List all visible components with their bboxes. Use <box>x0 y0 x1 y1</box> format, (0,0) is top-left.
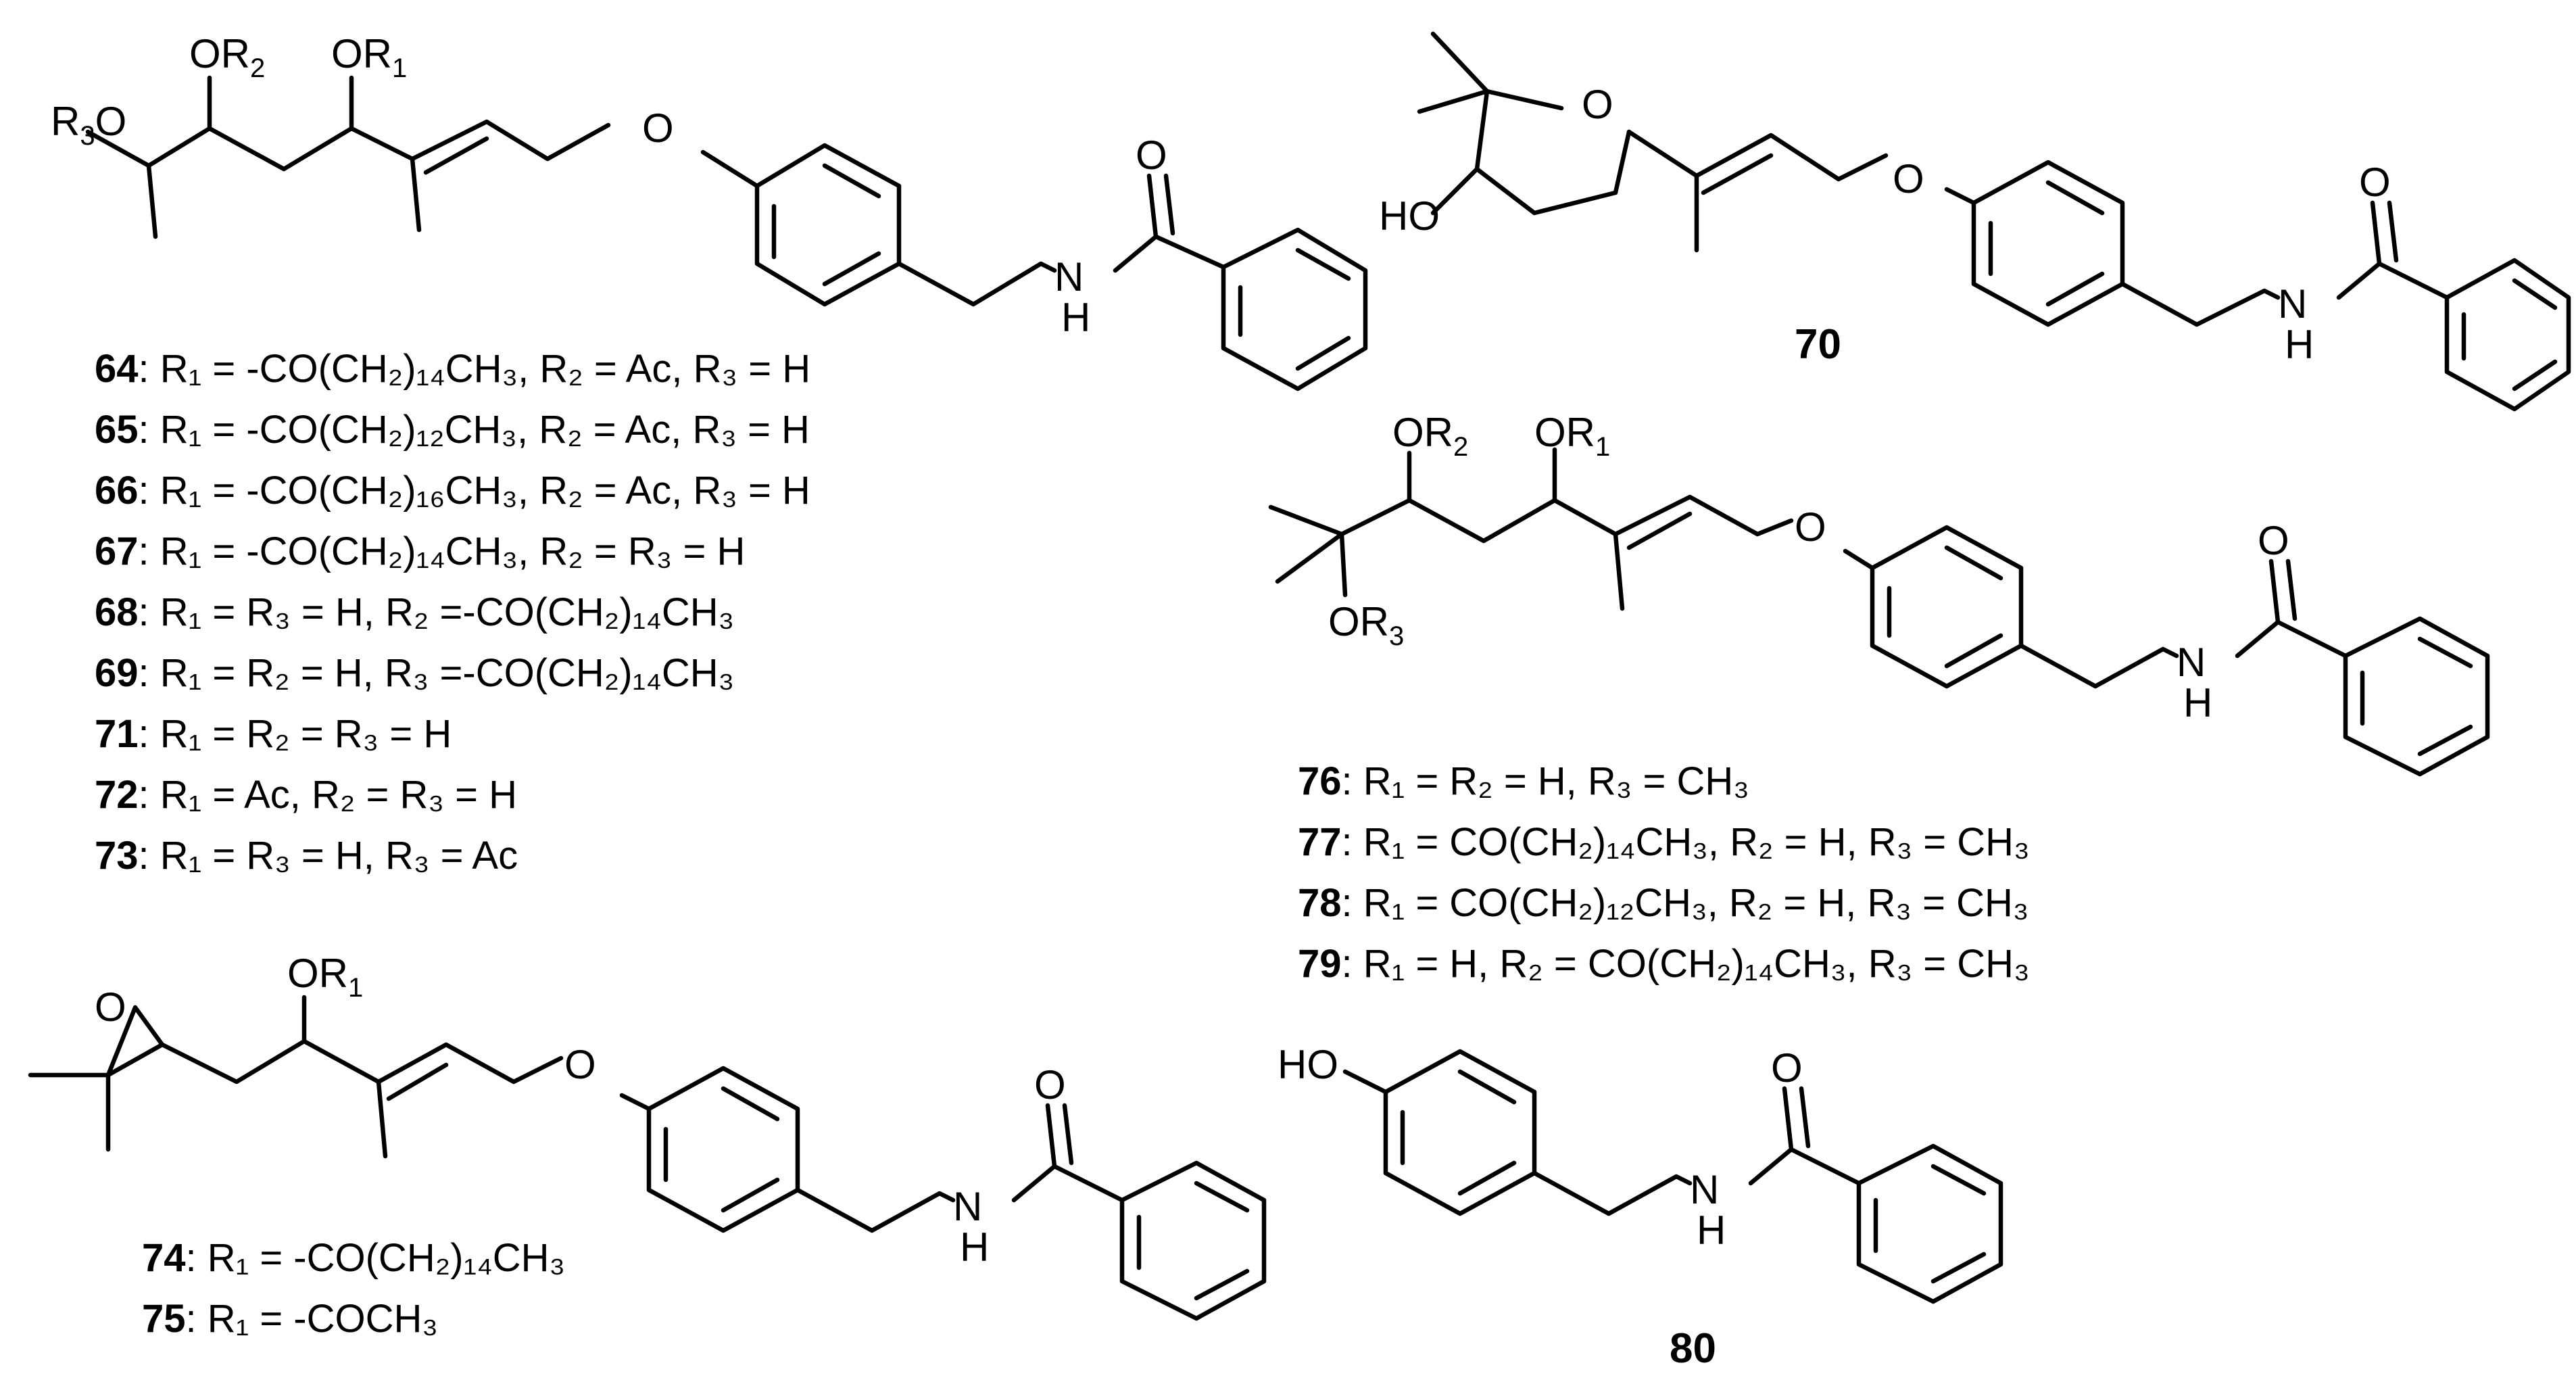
svg-text:N: N <box>1054 254 1084 300</box>
svg-text:O: O <box>564 1042 596 1087</box>
svg-text:H: H <box>2285 322 2314 367</box>
label-70: 70 <box>1795 321 1841 368</box>
structure-80: HO O N H 80 <box>1278 1042 2003 1372</box>
svg-text:H: H <box>1697 1208 1726 1253</box>
svg-text:O: O <box>95 984 126 1030</box>
svg-text:OR1: OR1 <box>331 31 407 83</box>
svg-text:N: N <box>1690 1167 1719 1212</box>
svg-text:OR1: OR1 <box>287 951 363 1003</box>
svg-text:O: O <box>1034 1062 1066 1107</box>
svg-text:OR1: OR1 <box>1534 410 1610 462</box>
caption-67: 67: R₁ = -CO(CH₂)₁₄CH₃, R₂ = R₃ = H <box>95 529 745 573</box>
structure-76-79: OR2 OR1 OR3 O O N H <box>1268 410 2490 777</box>
caption-79: 79: R₁ = H, R₂ = CO(CH₂)₁₄CH₃, R₃ = CH₃ <box>1298 942 2030 986</box>
svg-text:O: O <box>642 105 674 151</box>
svg-text:N: N <box>953 1184 982 1229</box>
svg-text:OR2: OR2 <box>189 31 265 83</box>
caption-65: 65: R₁ = -CO(CH₂)₁₂CH₃, R₂ = Ac, R₃ = H <box>95 408 810 452</box>
svg-text:HO: HO <box>1278 1042 1338 1087</box>
svg-text:O: O <box>2258 518 2289 563</box>
svg-text:HO: HO <box>1379 193 1440 239</box>
structure-64-73: R3O OR2 OR1 O O N H <box>51 31 1368 391</box>
caption-73: 73: R₁ = R₃ = H, R₃ = Ac <box>95 834 518 878</box>
caption-block-76-79: 76: R₁ = R₂ = H, R₃ = CH₃ 77: R₁ = CO(CH… <box>1298 759 2030 986</box>
svg-text:O: O <box>1893 156 1924 201</box>
caption-78: 78: R₁ = CO(CH₂)₁₂CH₃, R₂ = H, R₃ = CH₃ <box>1298 881 2029 925</box>
svg-text:H: H <box>1061 295 1090 340</box>
caption-64: 64: R₁ = -CO(CH₂)₁₄CH₃, R₂ = Ac, R₃ = H <box>95 347 810 391</box>
svg-text:O: O <box>1136 133 1167 178</box>
svg-text:H: H <box>960 1224 989 1270</box>
caption-76: 76: R₁ = R₂ = H, R₃ = CH₃ <box>1298 759 1749 803</box>
svg-text:O: O <box>1795 504 1826 550</box>
structure-74-75: O OR1 O O N H <box>28 951 1267 1321</box>
caption-68: 68: R₁ = R₃ = H, R₂ =-CO(CH₂)₁₄CH₃ <box>95 590 734 634</box>
svg-text:O: O <box>2359 160 2391 205</box>
caption-66: 66: R₁ = -CO(CH₂)₁₆CH₃, R₂ = Ac, R₃ = H <box>95 469 810 513</box>
caption-75: 75: R₁ = -COCH₃ <box>142 1297 438 1341</box>
svg-text:R3O: R3O <box>51 99 126 151</box>
svg-text:H: H <box>2183 680 2212 725</box>
label-80: 80 <box>1670 1325 1716 1372</box>
svg-text:OR2: OR2 <box>1392 410 1468 462</box>
caption-72: 72: R₁ = Ac, R₂ = R₃ = H <box>95 773 517 817</box>
caption-74: 74: R₁ = -CO(CH₂)₁₄CH₃ <box>142 1236 565 1280</box>
caption-77: 77: R₁ = CO(CH₂)₁₄CH₃, R₂ = H, R₃ = CH₃ <box>1298 820 2030 864</box>
structure-70: O HO O O N H 70 <box>1379 31 2571 412</box>
caption-block-74-75: 74: R₁ = -CO(CH₂)₁₄CH₃ 75: R₁ = -COCH₃ <box>142 1236 565 1341</box>
caption-69: 69: R₁ = R₂ = H, R₃ =-CO(CH₂)₁₄CH₃ <box>95 651 734 695</box>
caption-block-64-73: 64: R₁ = -CO(CH₂)₁₄CH₃, R₂ = Ac, R₃ = H … <box>95 347 810 878</box>
caption-71: 71: R₁ = R₂ = R₃ = H <box>95 712 452 756</box>
svg-text:O: O <box>1771 1045 1803 1091</box>
svg-text:O: O <box>1582 82 1613 127</box>
svg-text:N: N <box>2278 281 2307 327</box>
svg-text:OR3: OR3 <box>1328 599 1404 651</box>
svg-text:N: N <box>2177 640 2206 685</box>
